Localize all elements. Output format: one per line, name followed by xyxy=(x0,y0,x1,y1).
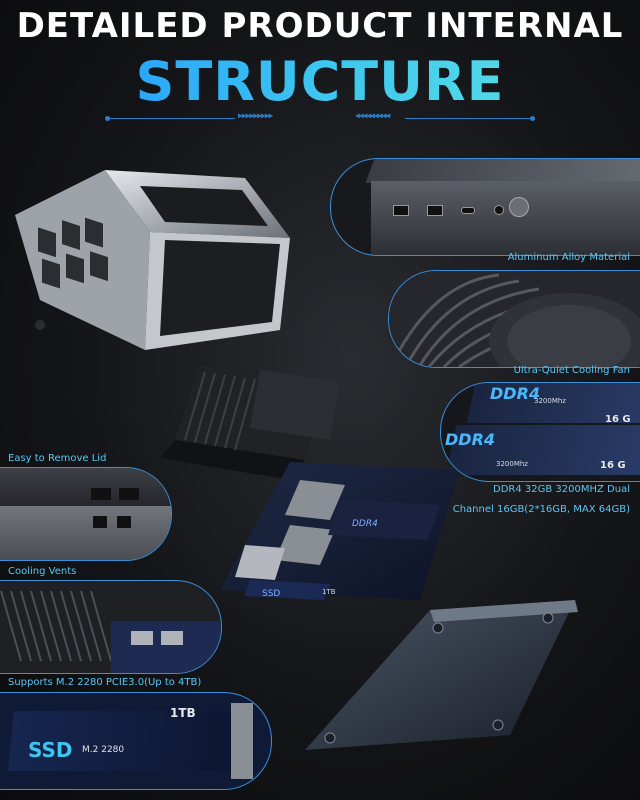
bottom-plate xyxy=(305,600,578,750)
vent-slot-3 xyxy=(93,516,107,528)
vent-slot-2 xyxy=(119,488,139,500)
lid-label: Easy to Remove Lid xyxy=(8,453,107,464)
title-divider: ▶▶▶▶▶▶▶▶▶ ◀◀◀◀◀◀◀◀◀ xyxy=(105,111,535,121)
fan-card xyxy=(388,270,640,368)
fan-label: Ultra-Quiet Cooling Fan xyxy=(513,365,630,376)
ram-b-speed: 3200Mhz xyxy=(496,460,528,468)
ssd-capacity: 1TB xyxy=(170,706,196,720)
ram-b-brand: DDR4 xyxy=(445,430,496,449)
page-title: DETAILED PRODUCT INTERNAL xyxy=(16,6,624,46)
vent-slot-1 xyxy=(91,488,111,500)
fan-blades xyxy=(389,271,640,367)
motherboard xyxy=(220,462,460,600)
cooling-module xyxy=(160,365,340,480)
ssd-card xyxy=(0,692,272,790)
vents-label: Cooling Vents xyxy=(8,566,77,577)
ssd-form-factor: M.2 2280 xyxy=(82,745,125,755)
chassis-shell xyxy=(15,170,290,350)
heatsink-fins xyxy=(0,590,221,673)
ram-a-brand: DDR4 xyxy=(490,384,541,403)
ram-b-size: 16 G xyxy=(600,460,626,471)
ram-a-size: 16 G xyxy=(605,414,631,425)
power-button-icon xyxy=(509,197,529,217)
board-1tb-label: 1TB xyxy=(322,588,336,596)
ram-a-speed: 3200Mhz xyxy=(534,397,566,405)
audio-jack xyxy=(494,205,504,215)
aluminum-label: Aluminum Alloy Material xyxy=(507,252,630,263)
heatsink-card xyxy=(0,580,222,674)
ram-label-line2: Channel 16GB(2*16GB, MAX 64GB) xyxy=(452,504,630,515)
arrow-left-icon: ◀◀◀◀◀◀◀◀◀ xyxy=(355,111,390,120)
ssd-support-label: Supports M.2 2280 PCIE3.0(Up to 4TB) xyxy=(8,677,202,688)
usb-port-1 xyxy=(393,205,409,216)
aluminum-card xyxy=(330,158,640,256)
board-ddr4-label: DDR4 xyxy=(352,519,378,529)
usb-c-port xyxy=(461,207,475,214)
usb-port-2 xyxy=(427,205,443,216)
board-ssd-label: SSD xyxy=(262,589,280,599)
vents-card xyxy=(0,467,172,561)
ram-card xyxy=(440,382,640,482)
vent-slot-4 xyxy=(117,516,131,528)
page-subtitle: STRUCTURE xyxy=(0,50,640,113)
arrow-right-icon: ▶▶▶▶▶▶▶▶▶ xyxy=(238,111,273,120)
ssd-brand: SSD xyxy=(28,738,73,762)
ram-label-line1: DDR4 32GB 3200MHZ Dual xyxy=(493,484,630,495)
